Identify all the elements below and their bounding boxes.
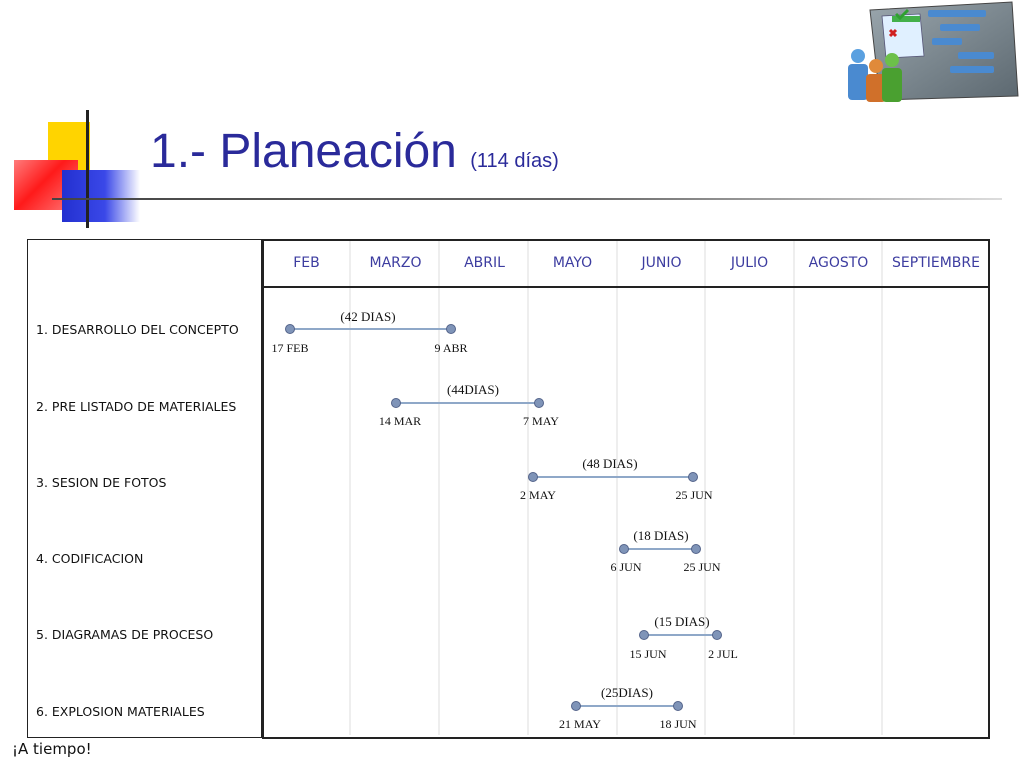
bar-2-duration: (44DIAS) bbox=[447, 382, 499, 397]
bar-3-end: 25 JUN bbox=[675, 488, 712, 502]
month-header-abril: ABRIL bbox=[464, 255, 505, 271]
gantt-bar-3: (48 DIAS) 2 MAY 25 JUN bbox=[520, 456, 713, 502]
gantt-grid: (42 DIAS) 17 FEB 9 ABR (44DIAS) 14 MAR 7… bbox=[264, 241, 988, 735]
page-title-main: 1.- Planeación bbox=[150, 125, 457, 178]
task-label-2: 2. PRE LISTADO DE MATERIALES bbox=[36, 399, 237, 414]
bar-1-end: 9 ABR bbox=[434, 341, 467, 355]
title-underline bbox=[52, 198, 1002, 200]
bar-5-end: 2 JUL bbox=[708, 647, 738, 661]
decor-blue-block bbox=[62, 170, 140, 222]
bar-3-duration: (48 DIAS) bbox=[582, 456, 637, 471]
bar-6-end: 18 JUN bbox=[659, 717, 696, 731]
bar-2-end: 7 MAY bbox=[523, 414, 559, 428]
bar-4-duration: (18 DIAS) bbox=[633, 528, 688, 543]
task-label-3: 3. SESION DE FOTOS bbox=[36, 475, 167, 490]
gantt-bar-1: (42 DIAS) 17 FEB 9 ABR bbox=[271, 309, 467, 355]
gantt-frame bbox=[262, 239, 990, 739]
gantt-bar-4: (18 DIAS) 6 JUN 25 JUN bbox=[610, 528, 720, 574]
task-label-6: 6. EXPLOSION MATERIALES bbox=[36, 704, 205, 719]
planning-clipart-icon bbox=[848, 1, 1019, 102]
month-header-septiembre: SEPTIEMBRE bbox=[892, 255, 980, 271]
gantt-bar-2: (44DIAS) 14 MAR 7 MAY bbox=[379, 382, 559, 428]
gantt-bar-5: (15 DIAS) 15 JUN 2 JUL bbox=[629, 614, 737, 661]
bar-6-start: 21 MAY bbox=[559, 717, 601, 731]
gantt-bar-6: (25DIAS) 21 MAY 18 JUN bbox=[559, 685, 697, 731]
task-list-panel bbox=[27, 239, 262, 738]
bar-4-end: 25 JUN bbox=[683, 560, 720, 574]
month-header-feb: FEB bbox=[293, 255, 320, 271]
footer-note: ¡A tiempo! bbox=[12, 740, 92, 758]
bar-5-duration: (15 DIAS) bbox=[654, 614, 709, 629]
bar-1-duration: (42 DIAS) bbox=[340, 309, 395, 324]
decor-vertical-line bbox=[86, 110, 89, 228]
bar-6-duration: (25DIAS) bbox=[601, 685, 653, 700]
bar-2-start: 14 MAR bbox=[379, 414, 421, 428]
bar-1-start: 17 FEB bbox=[271, 341, 308, 355]
month-header-agosto: AGOSTO bbox=[808, 255, 869, 271]
task-label-1: 1. DESARROLLO DEL CONCEPTO bbox=[36, 322, 239, 337]
task-label-5: 5. DIAGRAMAS DE PROCESO bbox=[36, 627, 214, 642]
task-label-4: 4. CODIFICACION bbox=[36, 551, 144, 566]
bar-5-start: 15 JUN bbox=[629, 647, 666, 661]
page-title: 1.- Planeación (114 días) bbox=[150, 126, 559, 187]
bar-3-start: 2 MAY bbox=[520, 488, 556, 502]
bar-4-start: 6 JUN bbox=[610, 560, 641, 574]
page-title-sub: (114 días) bbox=[470, 150, 559, 172]
month-header-julio: JULIO bbox=[730, 255, 769, 271]
gantt-chart: (42 DIAS) 17 FEB 9 ABR (44DIAS) 14 MAR 7… bbox=[262, 239, 990, 739]
month-header-mayo: MAYO bbox=[552, 255, 593, 271]
month-header-junio: JUNIO bbox=[641, 255, 682, 271]
month-header-marzo: MARZO bbox=[369, 255, 422, 271]
